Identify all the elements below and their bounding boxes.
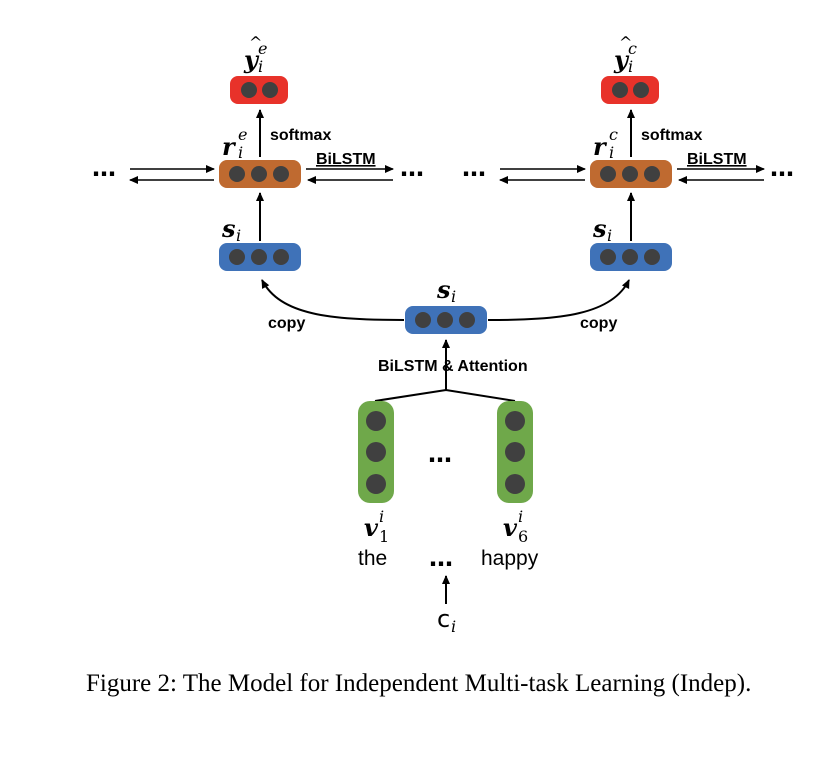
right-output-label: y ^ c i (613, 33, 637, 76)
encoder-label: BiLSTM & Attention (378, 358, 528, 375)
left-outer-dots: … (92, 154, 116, 182)
left-shared-node (219, 243, 301, 271)
left-output-label: y ^ e i (243, 33, 267, 76)
svg-text:r: r (593, 132, 608, 161)
svg-text:y: y (613, 45, 630, 74)
right-outer-dots: … (462, 154, 486, 182)
svg-text:i: i (236, 226, 241, 245)
svg-text:i: i (379, 507, 384, 526)
input-last-symbol: v i 6 (503, 507, 528, 546)
svg-text:i: i (628, 57, 633, 76)
svg-text:s: s (221, 214, 236, 243)
svg-text:^: ^ (249, 33, 262, 52)
input-word-dots: … (429, 544, 453, 572)
svg-text:i: i (451, 617, 456, 636)
right-hidden-label: r c i (593, 125, 618, 162)
caption-text: Figure 2: The Model for Independent Mult… (86, 670, 752, 697)
svg-text:e: e (238, 125, 247, 144)
input-word-first: the (358, 547, 387, 570)
left-softmax-label: softmax (270, 127, 331, 144)
svg-text:v: v (364, 513, 379, 542)
right-inner-dots: … (770, 154, 794, 182)
left-bilstm-label: BiLSTM (316, 151, 376, 168)
left-hidden-label: r e i (222, 125, 247, 162)
input-first-symbol: v i 1 (364, 507, 389, 546)
left-copy-label: copy (268, 315, 305, 332)
input-vector-first (358, 401, 394, 503)
left-hidden-node (219, 160, 301, 188)
svg-text:e: e (258, 39, 267, 58)
svg-text:r: r (222, 132, 237, 161)
svg-text:i: i (451, 287, 456, 306)
svg-text:i: i (609, 143, 614, 162)
center-shared-label: s i (436, 275, 456, 306)
svg-text:^: ^ (619, 33, 632, 52)
model-diagram: y ^ e i softmax r e i … BiLSTM … s i (92, 33, 794, 636)
copy-arrow-right (487, 279, 630, 321)
svg-text:i: i (607, 226, 612, 245)
input-vector-last (497, 401, 533, 503)
input-word-last: happy (481, 547, 539, 570)
left-inner-dots: … (400, 154, 424, 182)
svg-text:i: i (258, 57, 263, 76)
right-shared-label: s i (592, 214, 612, 245)
figure-caption: Figure 2: The Model for Independent Mult… (86, 667, 776, 701)
center-shared-node (405, 306, 487, 334)
right-hidden-node (590, 160, 672, 188)
left-output-node (230, 76, 288, 104)
copy-arrow-left (261, 279, 405, 321)
svg-text:6: 6 (518, 527, 528, 546)
right-output-node (601, 76, 659, 104)
svg-text:c: c (437, 605, 450, 633)
svg-text:i: i (518, 507, 523, 526)
right-bilstm-label: BiLSTM (687, 151, 747, 168)
svg-text:v: v (503, 513, 518, 542)
encoder-fan-in (374, 388, 516, 402)
input-middle-dots: … (428, 440, 452, 468)
context-label: c i (437, 605, 456, 636)
svg-text:y: y (243, 45, 260, 74)
svg-text:1: 1 (379, 527, 389, 546)
svg-text:i: i (238, 143, 243, 162)
svg-text:c: c (628, 39, 637, 58)
right-copy-label: copy (580, 315, 617, 332)
right-shared-node (590, 243, 672, 271)
left-shared-label: s i (221, 214, 241, 245)
svg-text:c: c (609, 125, 618, 144)
svg-text:s: s (592, 214, 607, 243)
right-softmax-label: softmax (641, 127, 702, 144)
svg-text:s: s (436, 275, 451, 304)
